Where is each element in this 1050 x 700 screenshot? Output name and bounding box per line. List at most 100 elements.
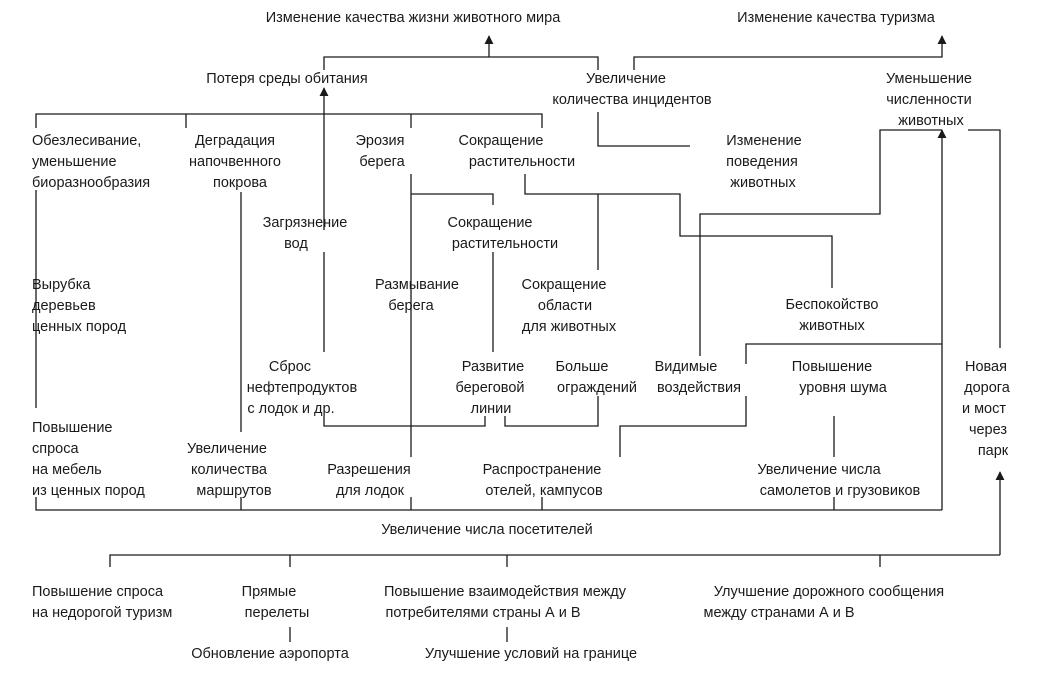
connector-new-road-to-decline — [968, 129, 1001, 348]
node-logging: Вырубка деревьев ценных пород — [32, 277, 127, 335]
node-erosion-line-1: Эрозия — [355, 133, 404, 149]
node-new-road-line-5: парк — [978, 443, 1009, 459]
node-incidents: Увеличение количества инцидентов — [552, 71, 712, 108]
node-logging-line-2: деревьев — [32, 298, 96, 314]
node-road-links: Улучшение дорожного сообщения между стра… — [704, 584, 949, 621]
node-animal-disturbance: Беспокойство животных — [786, 297, 883, 334]
node-direct-flights-line-2: перелеты — [245, 605, 310, 621]
node-more-routes-line-2: количества — [191, 462, 268, 478]
node-road-links-line-1: Улучшение дорожного сообщения — [714, 584, 944, 600]
node-behavior-change-line-2: поведения — [726, 154, 798, 170]
node-incidents-line-2: количества инцидентов — [552, 92, 712, 108]
node-deforestation-line-2: уменьшение — [32, 154, 117, 170]
node-vegetation-reduction-1-line-1: Сокращение — [458, 133, 543, 149]
connector-oil-shoreline — [323, 416, 486, 427]
node-direct-flights: Прямые перелеты — [242, 584, 310, 621]
node-boat-permits: Разрешения для лодок — [327, 462, 415, 499]
node-water-pollution-line-1: Загрязнение — [263, 215, 348, 231]
node-road-links-line-2: между странами А и В — [704, 605, 855, 621]
node-more-vehicles: Увеличение числа самолетов и грузовиков — [757, 462, 920, 499]
node-deforestation: Обезлесивание, уменьшение биоразнообрази… — [32, 133, 150, 191]
node-animal-decline-line-3: животных — [898, 113, 964, 129]
node-soil-degradation-line-2: напочвенного — [189, 154, 281, 170]
node-logging-line-3: ценных пород — [32, 319, 127, 335]
node-cheap-tourism-line-2: на недорогой туризм — [32, 605, 172, 621]
node-tourism-quality: Изменение качества туризма — [737, 10, 936, 26]
node-animal-disturbance-line-1: Беспокойство — [786, 297, 879, 313]
connector-lines — [35, 35, 1005, 642]
node-consumer-interaction: Повышение взаимодействия между потребите… — [384, 584, 630, 621]
node-shore-washout: Размывание берега — [375, 277, 463, 314]
node-shoreline-development-line-2: береговой — [455, 380, 524, 396]
node-vegetation-reduction-2-line-2: растительности — [452, 236, 558, 252]
node-logging-line-1: Вырубка — [32, 277, 91, 293]
node-shoreline-development: Развитие береговой линии — [455, 359, 528, 417]
connector-to-wildlife-quality — [323, 56, 599, 70]
node-boat-permits-line-2: для лодок — [336, 483, 405, 499]
node-area-reduction-line-2: области — [538, 298, 592, 314]
connector-disturbance-noise — [745, 343, 942, 364]
node-boat-permits-line-1: Разрешения — [327, 462, 411, 478]
node-habitat-loss: Потеря среды обитания — [206, 71, 367, 87]
node-behavior-change: Изменение поведения животных — [726, 133, 806, 191]
connector-veg1-disturbance — [524, 174, 833, 288]
node-labels: Изменение качества жизни животного мира … — [32, 10, 1014, 662]
node-soil-degradation-line-1: Деградация — [195, 133, 275, 149]
node-consumer-interaction-line-2: потребителями страны А и В — [385, 605, 580, 621]
node-cheap-tourism: Повышение спроса на недорогой туризм — [32, 584, 172, 621]
node-area-reduction-line-3: для животных — [522, 319, 617, 335]
connector-fences — [504, 396, 599, 427]
node-more-fences-line-1: Больше — [555, 359, 608, 375]
node-furniture-demand: Повышение спроса на мебель из ценных пор… — [32, 420, 145, 499]
node-visible-impacts: Видимые воздействия — [655, 359, 741, 396]
arrow-to-tourism-quality — [633, 35, 947, 70]
node-animal-decline-line-1: Уменьшение — [886, 71, 972, 87]
node-animal-decline: Уменьшение численности животных — [886, 71, 976, 129]
node-new-road-line-3: и мост — [962, 401, 1006, 417]
node-animal-decline-line-2: численности — [886, 92, 972, 108]
node-furniture-demand-line-3: на мебель — [32, 462, 102, 478]
node-furniture-demand-line-1: Повышение — [32, 420, 112, 436]
connector-incidents-behavior — [597, 112, 690, 147]
node-more-routes-line-1: Увеличение — [187, 441, 267, 457]
node-oil-discharge-line-2: нефтепродуктов — [247, 380, 358, 396]
node-more-routes-line-3: маршрутов — [196, 483, 271, 499]
node-erosion: Эрозия берега — [355, 133, 408, 170]
node-oil-discharge-line-3: с лодок и др. — [247, 401, 334, 417]
node-hotels-spread-line-1: Распространение — [483, 462, 602, 478]
node-more-visitors: Увеличение числа посетителей — [381, 522, 593, 538]
node-shore-washout-line-1: Размывание — [375, 277, 459, 293]
node-cheap-tourism-line-1: Повышение спроса — [32, 584, 164, 600]
node-more-fences-line-2: ограждений — [557, 380, 637, 396]
node-soil-degradation-line-3: покрова — [213, 175, 268, 191]
node-border-conditions: Улучшение условий на границе — [425, 646, 637, 662]
node-incidents-line-1: Увеличение — [586, 71, 666, 87]
node-new-road: Новая дорога и мост через парк — [962, 359, 1014, 459]
node-behavior-change-line-3: животных — [730, 175, 796, 191]
node-more-vehicles-line-2: самолетов и грузовиков — [760, 483, 921, 499]
node-wildlife-quality: Изменение качества жизни животного мира — [266, 10, 562, 26]
node-shore-washout-line-2: берега — [388, 298, 434, 314]
node-erosion-line-2: берега — [359, 154, 405, 170]
node-oil-discharge-line-1: Сброс — [269, 359, 311, 375]
node-more-routes: Увеличение количества маршрутов — [187, 441, 272, 499]
node-visible-impacts-line-1: Видимые — [655, 359, 718, 375]
node-water-pollution-line-2: вод — [284, 236, 308, 252]
node-behavior-change-line-1: Изменение — [726, 133, 801, 149]
node-new-road-line-4: через — [969, 422, 1007, 438]
node-shoreline-development-line-1: Развитие — [462, 359, 524, 375]
node-water-pollution: Загрязнение вод — [263, 215, 352, 252]
node-new-road-line-1: Новая — [965, 359, 1007, 375]
connector-visitors-bus — [35, 497, 942, 511]
node-more-vehicles-line-1: Увеличение числа — [757, 462, 881, 478]
node-shoreline-development-line-3: линии — [471, 401, 512, 417]
node-deforestation-line-3: биоразнообразия — [32, 175, 150, 191]
node-visible-impacts-line-2: воздействия — [657, 380, 741, 396]
node-animal-disturbance-line-2: животных — [799, 318, 865, 334]
connector-drivers-bus — [109, 554, 1000, 567]
node-direct-flights-line-1: Прямые — [242, 584, 297, 600]
connector-visible-impacts-up — [699, 129, 942, 356]
connector-erosion-veg2 — [411, 193, 494, 205]
node-vegetation-reduction-2-line-1: Сокращение — [447, 215, 532, 231]
